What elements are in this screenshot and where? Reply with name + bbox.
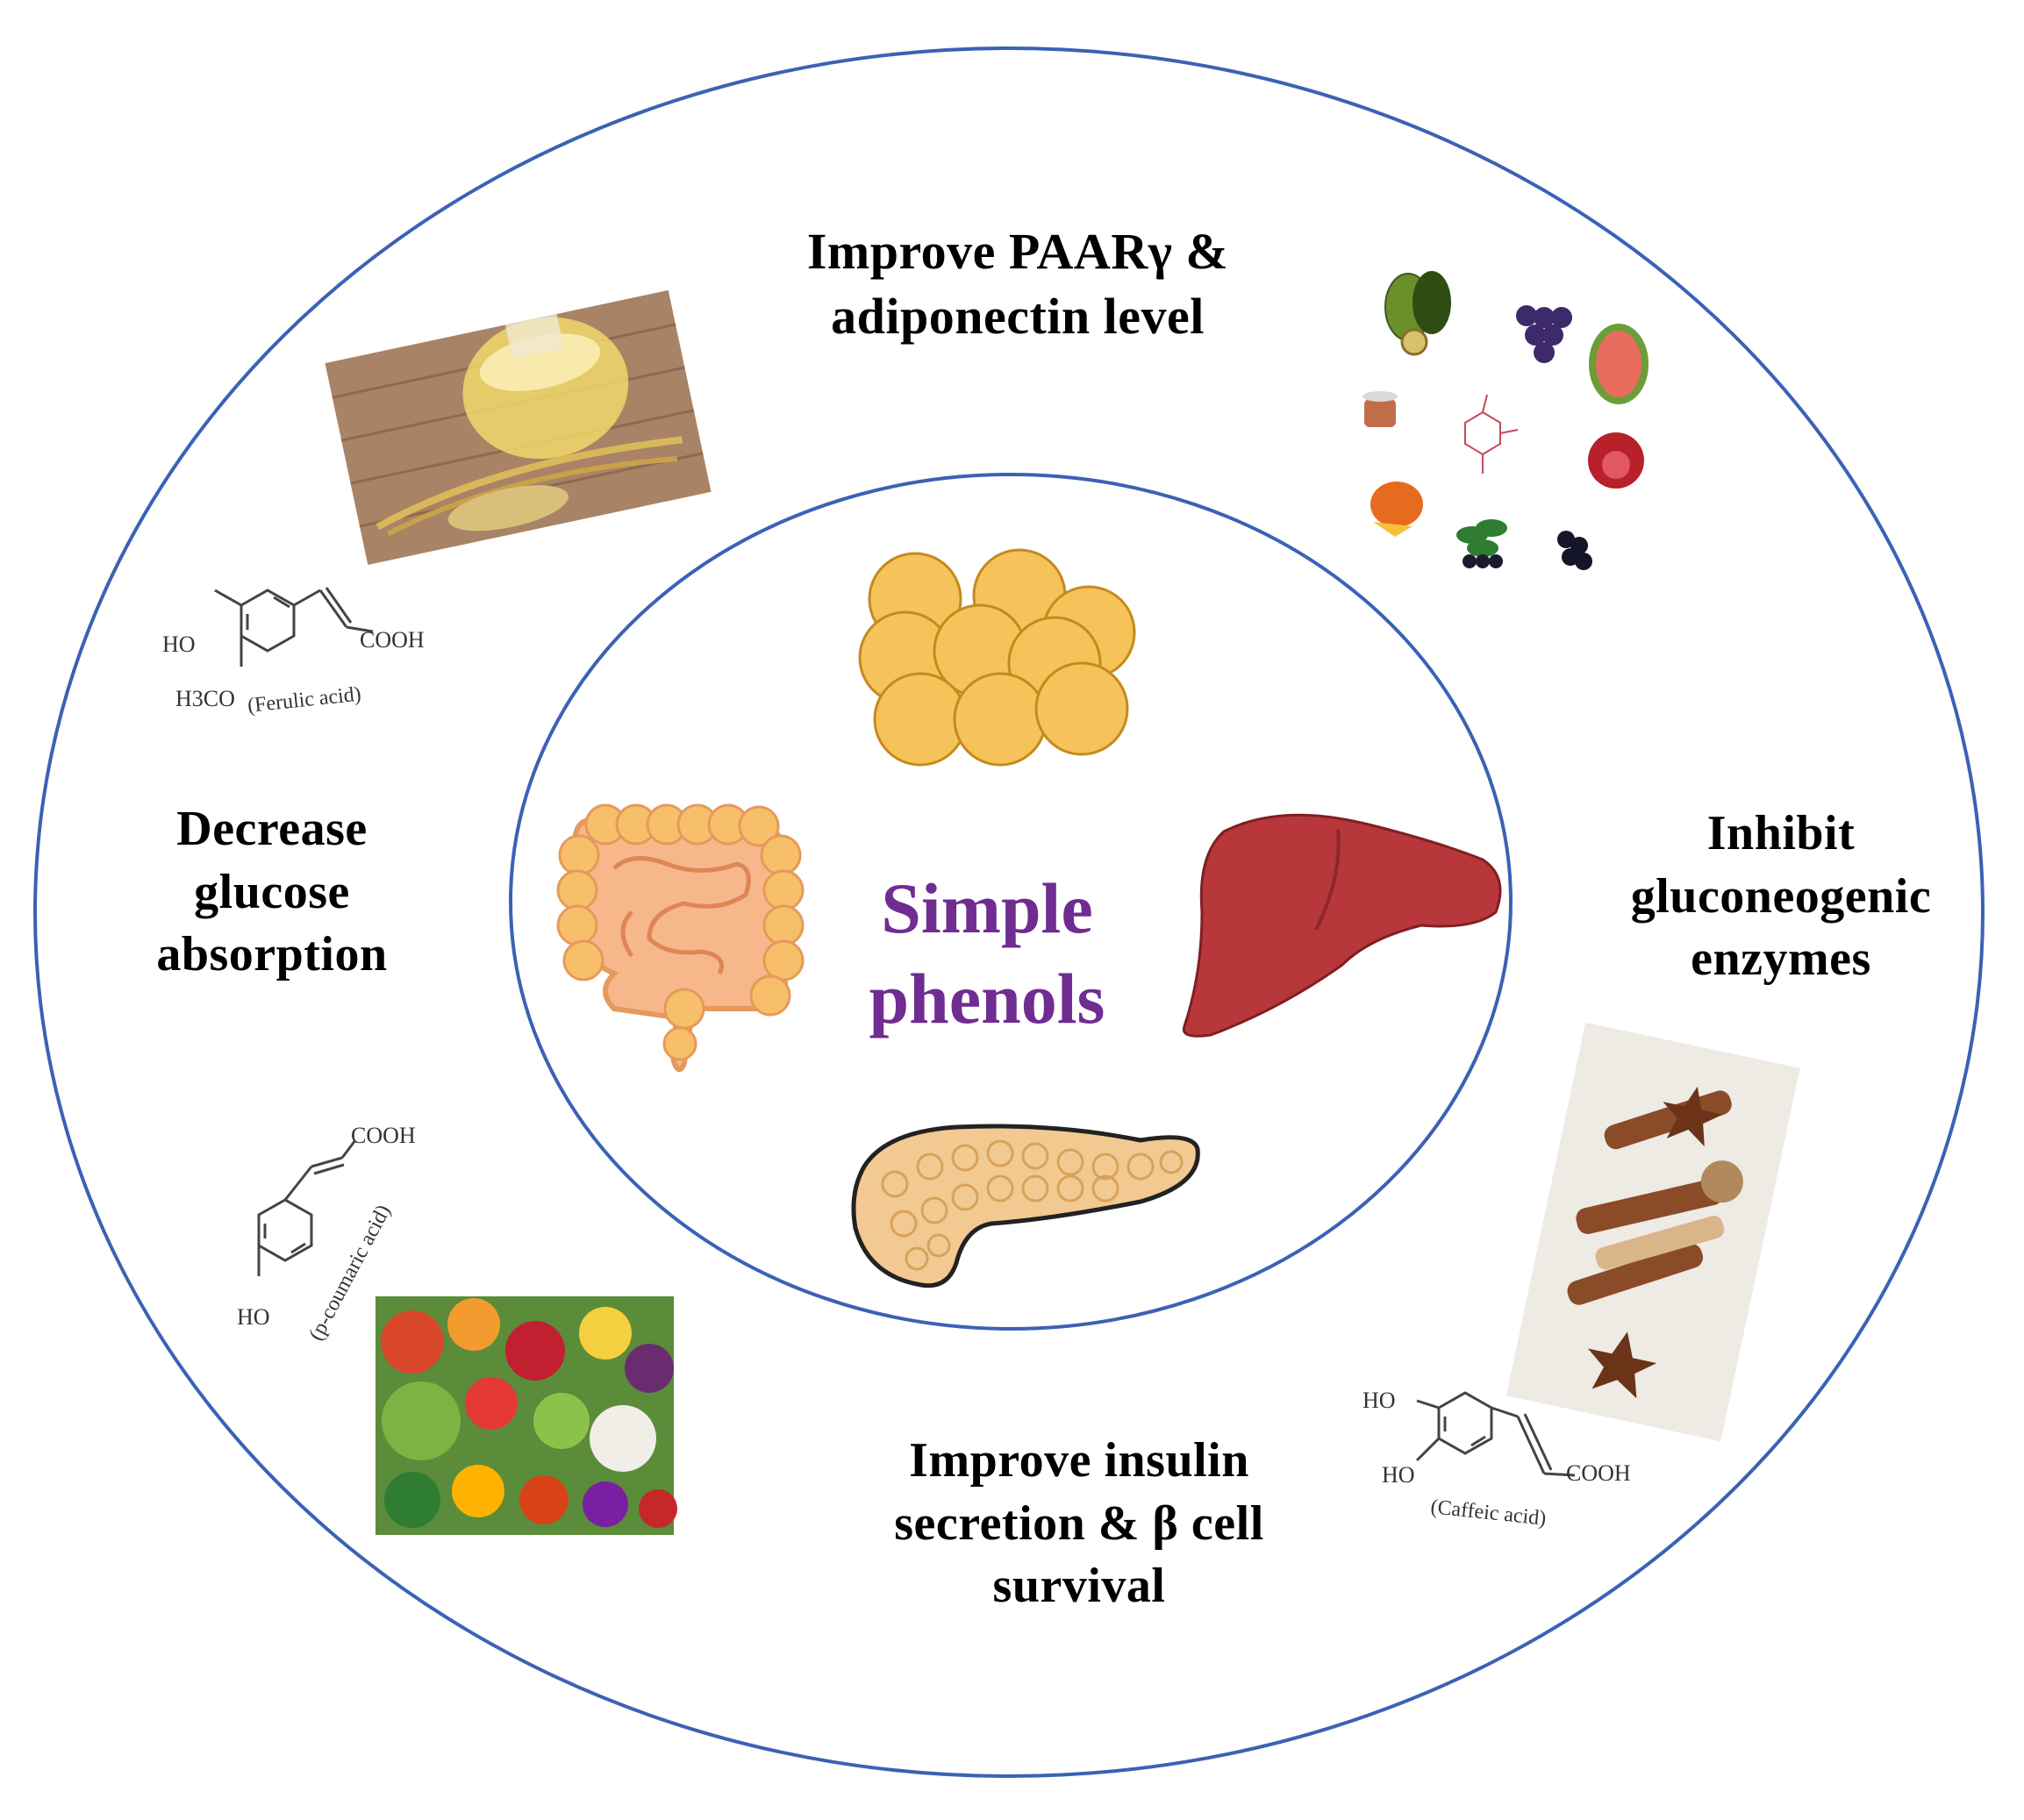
label-left-line2: glucose — [194, 864, 350, 919]
liver-icon — [1182, 813, 1502, 1038]
label-left-line1: Decrease — [176, 802, 368, 856]
ferulic-acid-name: (Ferulic acid) — [247, 683, 362, 717]
label-top-line1: Improve PAARγ & — [806, 223, 1229, 280]
label-top: Improve PAARγ & adiponectin level — [733, 219, 1303, 349]
spices-photo — [1505, 1022, 1800, 1442]
label-bottom-line3: survival — [992, 1559, 1166, 1614]
pancreas-icon — [851, 1124, 1200, 1288]
ferulic-h3co-label: H3CO — [175, 686, 235, 711]
label-bottom: Improve insulin secretion & β cell survi… — [825, 1430, 1334, 1618]
caffeic-cooh-label: COOH — [1566, 1460, 1631, 1486]
label-left-line3: absorption — [156, 927, 388, 982]
label-top-line2: adiponectin level — [831, 288, 1205, 346]
label-left: Decrease glucose absorption — [114, 798, 430, 987]
caffeic-acid-name: (Caffeic acid) — [1429, 1495, 1547, 1531]
ferulic-acid-structure — [214, 587, 374, 667]
caffeic-ho2-label: HO — [1382, 1462, 1415, 1488]
center-title-line1: Simple — [881, 868, 1093, 948]
inner-circle — [509, 473, 1513, 1331]
oil-photo — [325, 289, 712, 565]
outer-circle — [33, 46, 1985, 1778]
coumaric-ho-label: HO — [237, 1304, 270, 1330]
ferulic-cooh-label: COOH — [360, 627, 425, 653]
fruits-collage — [1362, 271, 1649, 570]
caffeic-ho1-label: HO — [1362, 1388, 1396, 1413]
center-title: Simple phenols — [816, 864, 1158, 1044]
vegetables-photo — [375, 1296, 677, 1535]
label-right: Inhibit gluconeogenic enzymes — [1579, 803, 1983, 991]
p-coumaric-acid-structure — [257, 1139, 357, 1276]
fat-cells-icon — [858, 548, 1136, 767]
center-title-line2: phenols — [869, 958, 1105, 1038]
label-bottom-line1: Improve insulin — [909, 1433, 1249, 1488]
label-right-line3: enzymes — [1691, 931, 1871, 987]
label-bottom-line2: secretion & β cell — [894, 1495, 1264, 1551]
caffeic-acid-structure — [1415, 1391, 1576, 1477]
ferulic-ho-label: HO — [162, 632, 196, 657]
coumaric-cooh-label: COOH — [351, 1123, 416, 1148]
label-right-line2: gluconeogenic — [1630, 868, 1932, 924]
intestine-icon — [556, 803, 805, 1073]
label-right-line1: Inhibit — [1706, 806, 1856, 860]
